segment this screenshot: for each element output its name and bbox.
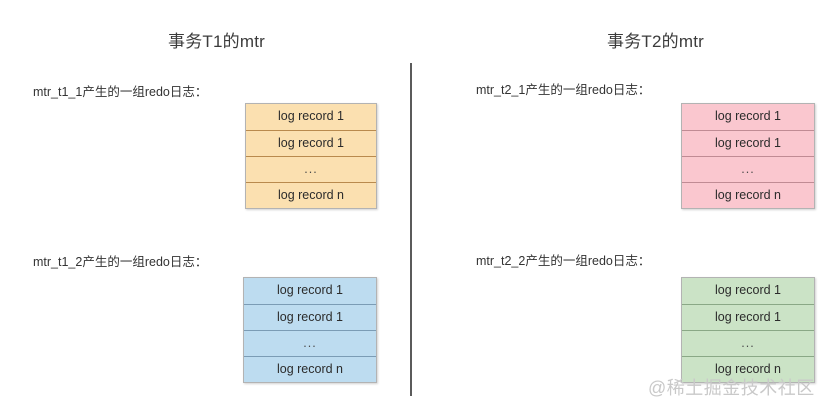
log-record-row-ellipsis: ... [246, 156, 376, 182]
log-record-row: log record 1 [277, 109, 344, 123]
log-record-row-ellipsis: ... [244, 330, 376, 356]
log-record-row: log record 1 [276, 283, 343, 297]
caption-mtr-t1-1: mtr_t1_1产生的一组redo日志： [33, 85, 208, 99]
log-record-stack-mtr-t2-1: log record 1 log record 1 ... log record… [681, 103, 815, 209]
log-record-row: log record 1 [682, 130, 814, 156]
caption-mtr-t2-1: mtr_t2_1产生的一组redo日志： [476, 83, 651, 97]
log-record-row: log record 1 [246, 130, 376, 156]
column-title-t1: 事务T1的mtr [168, 32, 265, 51]
log-record-row: log record 1 [682, 304, 814, 330]
log-record-stack-mtr-t1-1: log record 1 log record 1 ... log record… [245, 103, 377, 209]
log-record-row-ellipsis: ... [682, 156, 814, 182]
log-record-stack-mtr-t2-2: log record 1 log record 1 ... log record… [681, 277, 815, 383]
log-record-row: log record n [246, 182, 376, 208]
caption-mtr-t1-2: mtr_t1_2产生的一组redo日志： [33, 255, 208, 269]
caption-mtr-t2-2: mtr_t2_2产生的一组redo日志： [476, 254, 651, 268]
log-record-row: log record 1 [244, 304, 376, 330]
log-record-row: log record n [244, 356, 376, 382]
column-title-t2: 事务T2的mtr [607, 32, 704, 51]
log-record-row: log record n [682, 182, 814, 208]
log-record-row: log record 1 [714, 109, 781, 123]
log-record-stack-mtr-t1-2: log record 1 log record 1 ... log record… [243, 277, 377, 383]
log-record-row: log record 1 [714, 283, 781, 297]
log-record-row-ellipsis: ... [682, 330, 814, 356]
log-record-row: log record n [682, 356, 814, 382]
column-divider [410, 63, 412, 396]
